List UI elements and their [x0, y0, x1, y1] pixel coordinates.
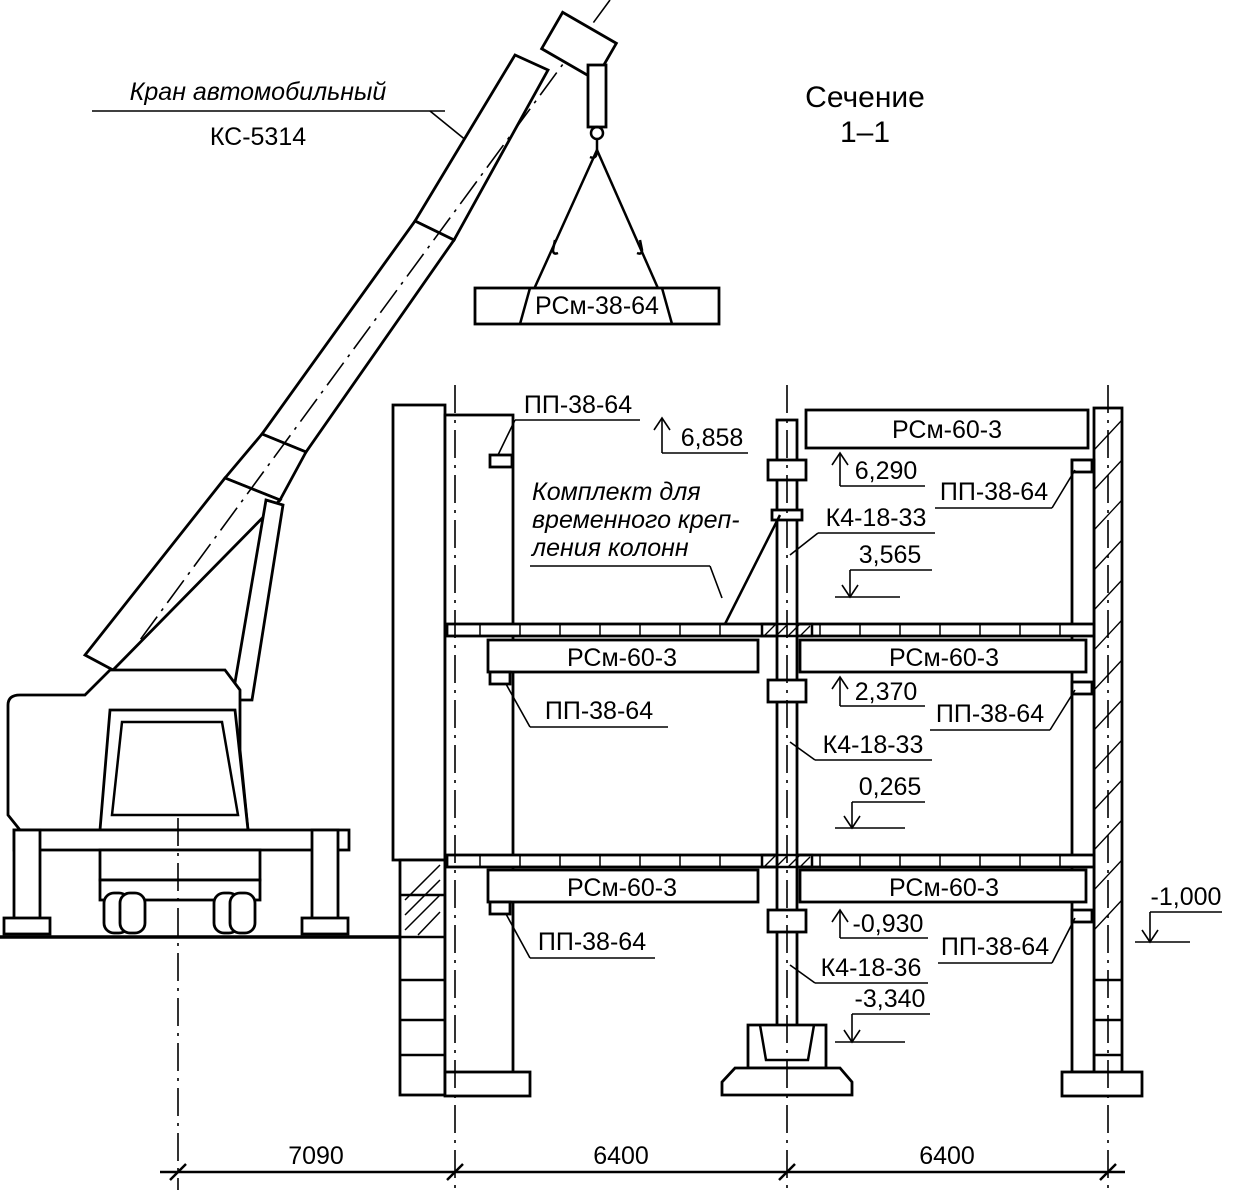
chassis [12, 828, 351, 852]
label-pp-left-low: ПП-38-64 [538, 928, 646, 956]
section-number: 1–1 [840, 116, 890, 149]
dim-span-3: 6400 [919, 1142, 975, 1170]
svg-text:2,370: 2,370 [855, 678, 918, 706]
boom-head [539, 10, 619, 82]
label-pp-top-left: ПП-38-64 [524, 391, 632, 419]
right-panel [1070, 458, 1096, 1074]
svg-text:-3,340: -3,340 [855, 985, 926, 1013]
boom-section-top [413, 53, 550, 242]
label-pp-right-low: ПП-38-64 [941, 933, 1049, 961]
elevation-mark-7: -1,000 [1135, 883, 1222, 944]
column-brace [723, 514, 782, 625]
lifted-slab [473, 286, 721, 326]
label-pp-left-mid: ПП-38-64 [545, 697, 653, 725]
label-rsm-top-right: РСм-60-3 [892, 416, 1002, 444]
label-rsm-low-right: РСм-60-3 [889, 874, 999, 902]
svg-text:3,565: 3,565 [859, 541, 922, 569]
elevation-mark-6: -0,930 [831, 908, 928, 939]
beam-mid-right [798, 638, 1088, 674]
boom-strut [230, 498, 285, 702]
dim-span-1: 7090 [288, 1142, 344, 1170]
elevation-mark-1: 6,858 [653, 416, 748, 454]
label-rsm-mid-right: РСм-60-3 [889, 644, 999, 672]
label-column-mid: К4-18-33 [823, 731, 924, 759]
elevation-mark-5: 0,265 [835, 773, 925, 830]
label-pp-right-top: ПП-38-64 [940, 478, 1048, 506]
dimension-line [160, 1163, 1125, 1181]
crane-name-label: Кран автомобильный [130, 78, 387, 106]
axes [177, 385, 1109, 1190]
hook-block [586, 63, 608, 129]
svg-text:6,290: 6,290 [855, 457, 918, 485]
left-panel [443, 413, 515, 1097]
crane-model-label: КС-5314 [210, 123, 306, 151]
truck-crane: Кран автомобильный КС-5314 РСм-38-64 [2, 0, 721, 936]
bracing-note-line2: временного креп- [532, 506, 740, 534]
lifted-slab-label: РСм-38-64 [535, 292, 659, 320]
label-column-top: К4-18-33 [826, 504, 927, 532]
bracing-note-line3: ления колонн [530, 534, 689, 562]
elevation-mark-8: -3,340 [835, 985, 930, 1044]
elevation-mark-3: 3,565 [835, 541, 932, 599]
bracing-note-line1: Комплект для [532, 478, 701, 506]
label-rsm-mid-left: РСм-60-3 [567, 644, 677, 672]
label-pp-right-mid: ПП-38-64 [936, 700, 1044, 728]
dim-span-2: 6400 [593, 1142, 649, 1170]
section-title: Сечение [805, 81, 925, 114]
svg-text:-1,000: -1,000 [1151, 883, 1222, 911]
beam-top-right [804, 408, 1090, 450]
elevation-mark-2: 6,290 [831, 451, 925, 487]
beam-low-right [798, 868, 1088, 904]
label-rsm-low-left: РСм-60-3 [567, 874, 677, 902]
left-wall-upper [391, 403, 447, 862]
svg-text:6,858: 6,858 [681, 424, 744, 452]
beam-low-left [486, 868, 760, 904]
svg-text:0,265: 0,265 [859, 773, 922, 801]
elevation-mark-4: 2,370 [831, 675, 925, 707]
label-column-low: К4-18-36 [821, 954, 922, 982]
svg-text:-0,930: -0,930 [853, 910, 924, 938]
beam-mid-left [486, 638, 760, 674]
